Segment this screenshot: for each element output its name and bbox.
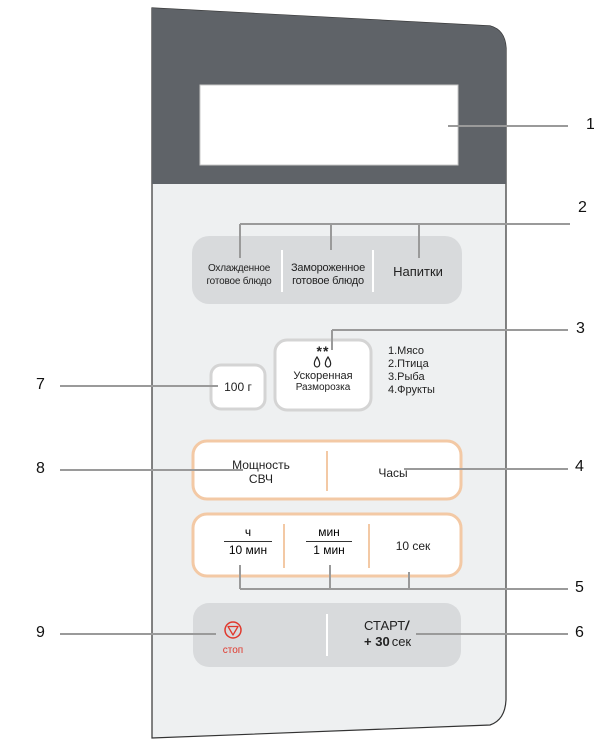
stop-button[interactable]: стоп xyxy=(203,640,263,658)
defrost-item-meat: 1.Мясо xyxy=(388,345,425,357)
defrost-button-outline xyxy=(273,338,373,412)
leader-lines xyxy=(60,125,570,635)
defrost-line1: Ускоренная xyxy=(293,370,353,382)
thirty-seconds-value: 30 xyxy=(375,634,390,649)
snowflake-icon: ** xyxy=(316,343,330,359)
defrost-category-list: 1.Мясо 2.Птица 3.Рыба 4.Фрукты xyxy=(388,345,435,397)
callout-6: 6 xyxy=(575,624,584,641)
auto-cook-button-group xyxy=(192,236,462,304)
frozen-meal-line1: Замороженное xyxy=(290,262,365,274)
chilled-meal-button[interactable]: Охлажденное готовое блюдо xyxy=(196,262,282,288)
chilled-meal-line1: Охлажденное xyxy=(207,263,271,274)
defrost-item-poultry: 2.Птица xyxy=(388,358,429,370)
seconds-unit: сек xyxy=(391,634,412,649)
defrost-item-fruit: 4.Фрукты xyxy=(388,384,435,396)
callout-9: 9 xyxy=(36,624,45,641)
stop-icon xyxy=(224,621,242,639)
plus-sign: + xyxy=(364,634,372,649)
hour-10min-button[interactable]: ч 10 мин xyxy=(224,525,272,558)
start-label: СТАРТ xyxy=(364,618,406,633)
ten-min-label: 10 мин xyxy=(228,543,268,557)
power-line1: Мощность xyxy=(232,458,290,472)
callout-8: 8 xyxy=(36,460,45,477)
callout-7: 7 xyxy=(36,376,45,393)
clock-button[interactable]: Часы xyxy=(378,466,408,480)
display-window xyxy=(199,84,459,166)
callout-5: 5 xyxy=(575,579,584,596)
ten-sec-button[interactable]: 10 сек xyxy=(395,539,431,553)
time-entry-group xyxy=(191,512,463,578)
defrost-line2: Разморозка xyxy=(295,382,351,393)
callout-4: 4 xyxy=(575,458,584,475)
start-slash: / xyxy=(405,618,409,633)
defrost-item-fish: 3.Рыба xyxy=(388,371,425,383)
drinks-button[interactable]: Напитки xyxy=(393,264,443,279)
callout-1: 1 xyxy=(586,116,594,133)
hour-label: ч xyxy=(244,525,252,539)
hour-fraction-bar xyxy=(224,541,272,542)
callout-2: 2 xyxy=(578,199,587,216)
min-1min-button[interactable]: мин 1 мин xyxy=(306,525,352,558)
one-min-label: 1 мин xyxy=(313,543,345,557)
water-drops-icon xyxy=(277,355,369,370)
stop-label: стоп xyxy=(222,645,244,656)
frozen-meal-button[interactable]: Замороженное готовое блюдо xyxy=(284,262,372,288)
power-line2: СВЧ xyxy=(248,472,274,486)
weight-100g-button[interactable]: 100 г xyxy=(224,380,252,394)
microwave-power-button[interactable]: Мощность СВЧ xyxy=(213,458,309,486)
min-label: мин xyxy=(318,525,340,539)
chilled-meal-line2: готовое блюдо xyxy=(206,276,272,287)
min-fraction-bar xyxy=(306,541,352,542)
callout-3: 3 xyxy=(576,320,585,337)
frozen-meal-line2: готовое блюдо xyxy=(292,275,364,287)
defrost-button[interactable]: ** Ускоренная Разморозка xyxy=(277,343,369,394)
